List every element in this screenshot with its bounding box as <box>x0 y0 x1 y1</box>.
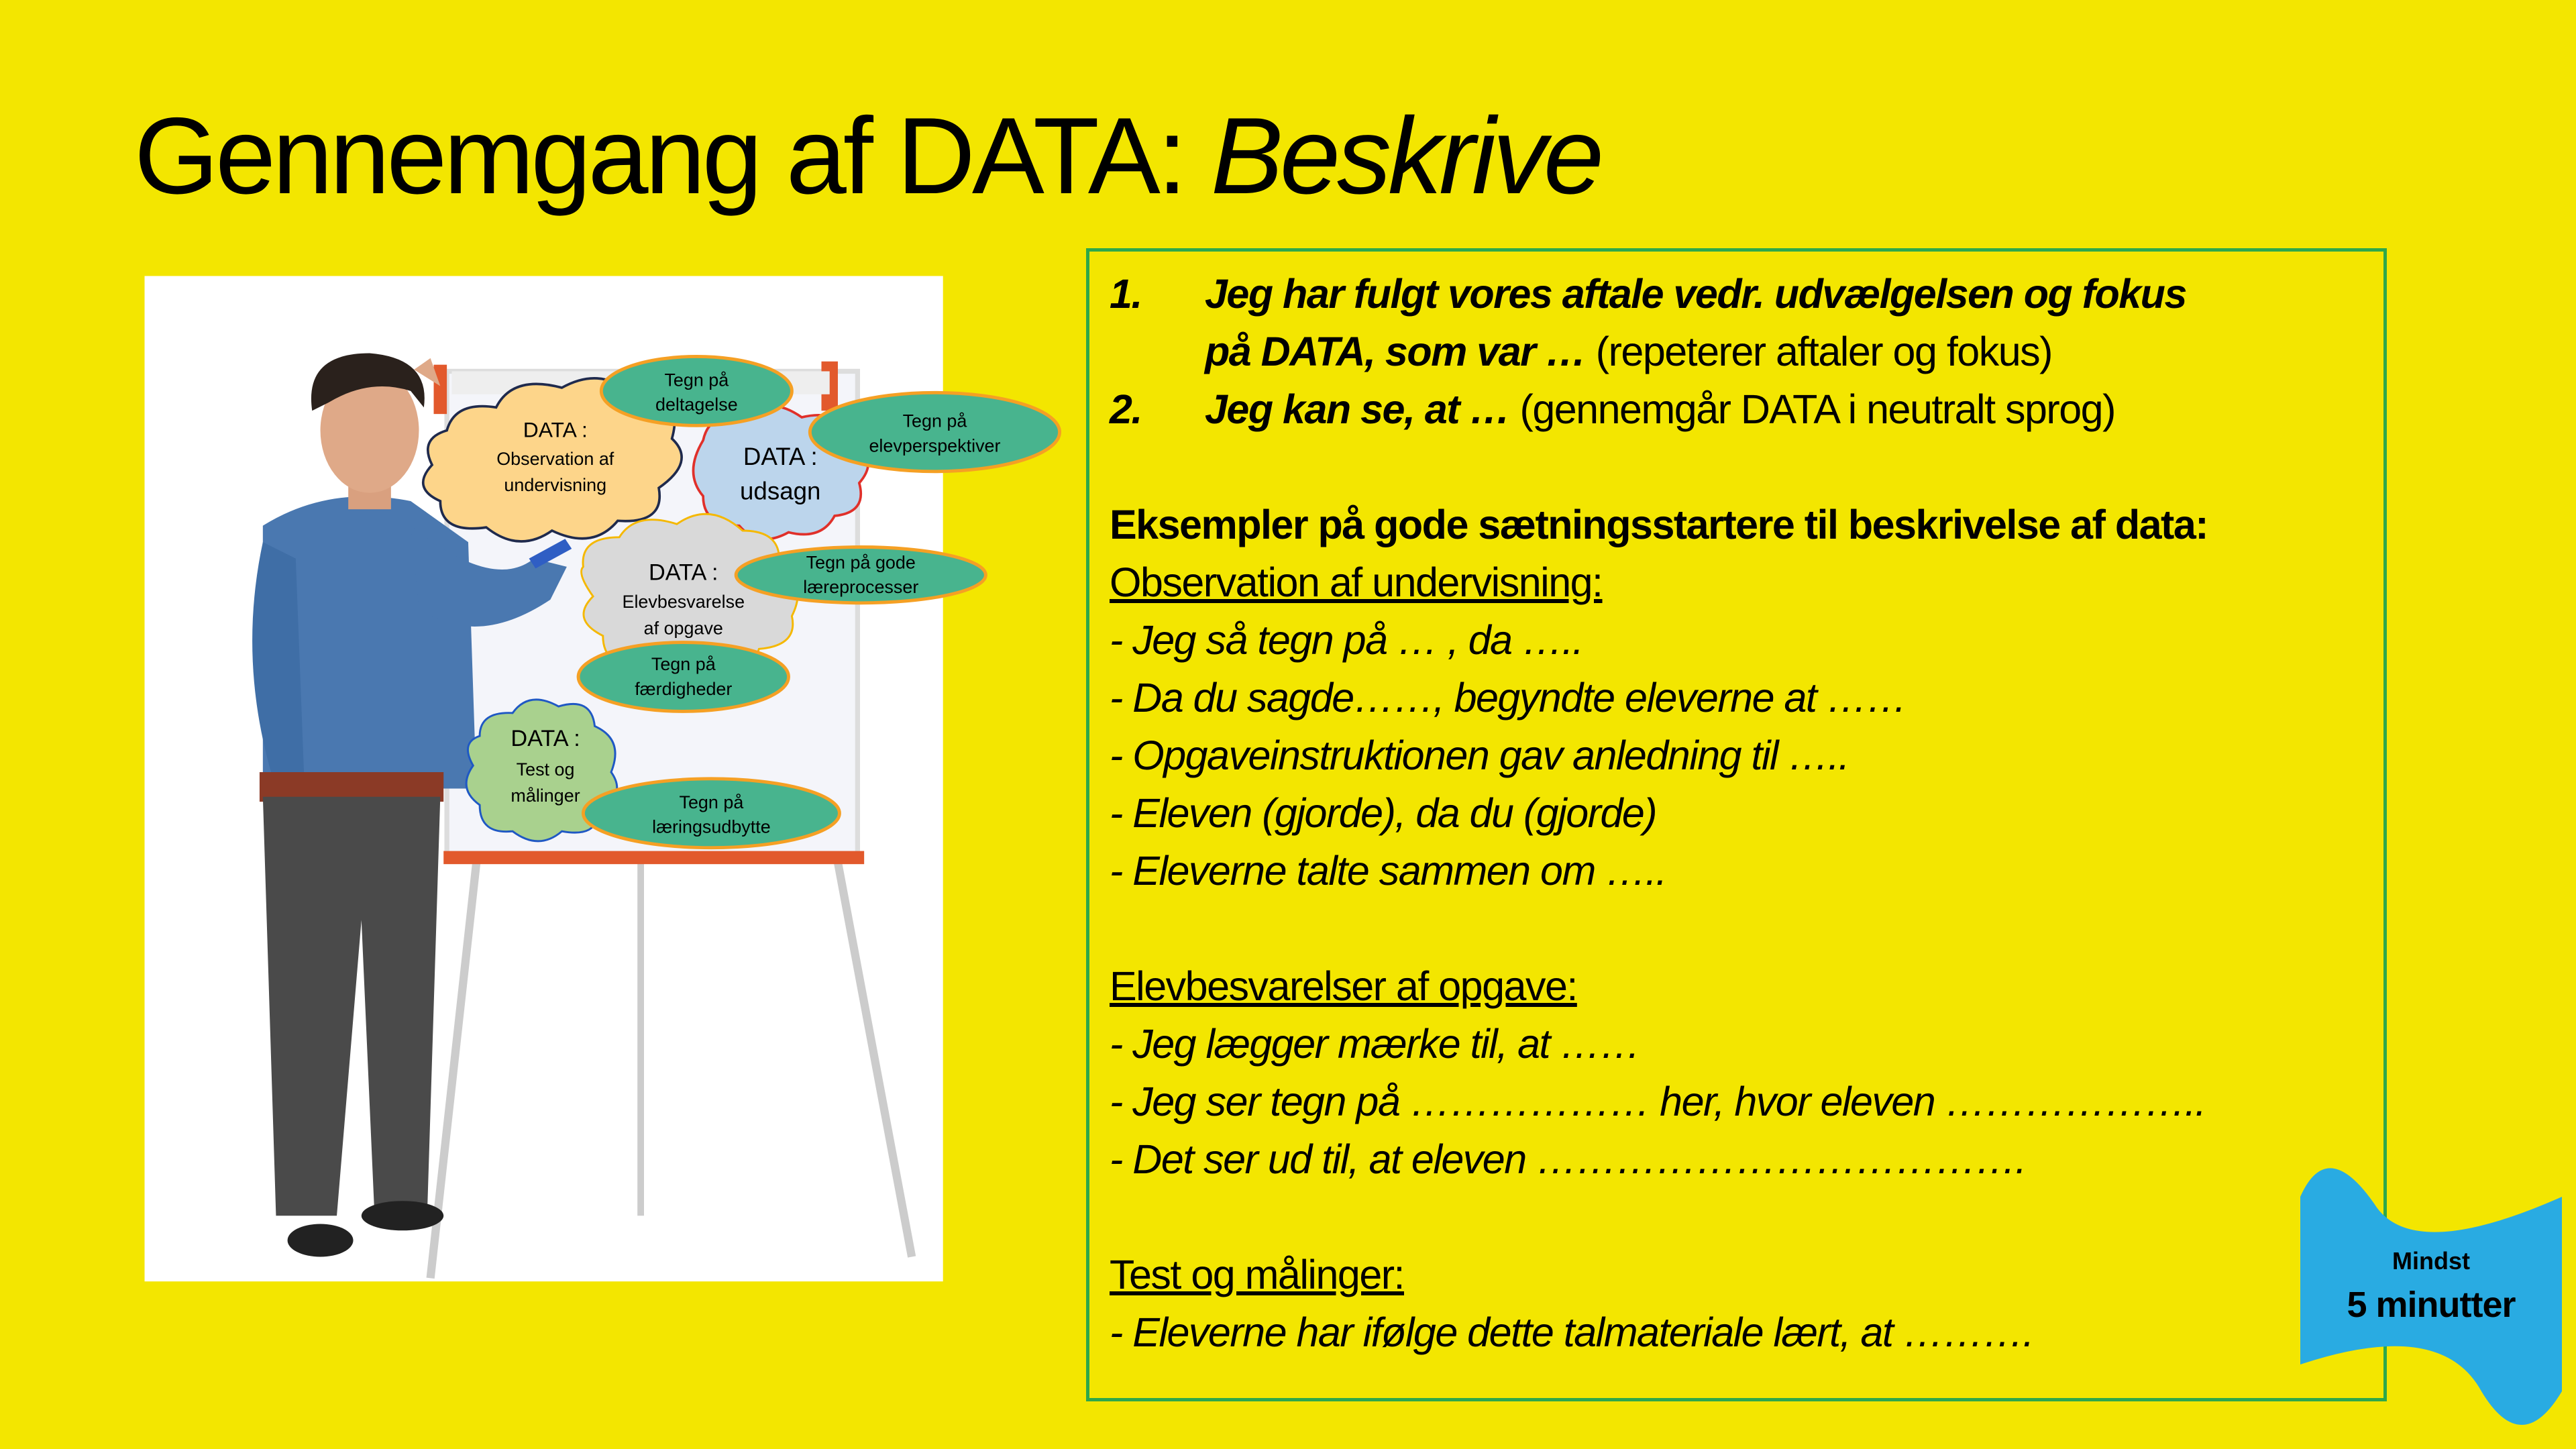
step-text: på DATA, som var … <box>1205 329 1587 374</box>
step-1-cont: på DATA, som var … (repeterer aftaler og… <box>1110 323 2370 380</box>
list-item: - Eleverne har ifølge dette talmateriale… <box>1110 1309 2034 1355</box>
sign-elevperspektiver: Tegn på elevperspektiver <box>808 390 1062 474</box>
step-note: (repeterer aftaler og fokus) <box>1585 329 2053 374</box>
cloud-test: DATA : Test og målinger <box>465 698 619 843</box>
title-italic: Beskrive <box>1210 95 1604 217</box>
section-heading: Elevbesvarelser af opgave: <box>1110 963 1578 1009</box>
list-item: - Jeg så tegn på … , da ….. <box>1110 617 1584 663</box>
step-1: 1. Jeg har fulgt vores aftale vedr. udvæl… <box>1110 265 2370 323</box>
cloud-heading: DATA : <box>523 417 588 441</box>
sign-label: elevperspektiver <box>869 435 1000 455</box>
cloud-label: udsagn <box>740 477 820 504</box>
list-item: - Da du sagde……, begyndte eleverne at …… <box>1110 675 1907 720</box>
step-note: (gennemgår DATA i neutralt sprog) <box>1509 386 2116 432</box>
sign-label: Tegn på <box>664 370 729 390</box>
cloud-label: undervisning <box>504 475 606 495</box>
sign-label: færdigheder <box>635 679 732 699</box>
cloud-heading: DATA : <box>511 726 580 751</box>
section-heading: Observation af undervisning: <box>1110 559 1603 605</box>
banner-label: Mindst <box>2392 1247 2470 1275</box>
sign-laereprocesser: Tegn på gode læreprocesser <box>734 545 987 605</box>
sign-deltagelse: Tegn på deltagelse <box>599 354 794 427</box>
sign-label: Tegn på <box>903 411 967 431</box>
list-item: - Eleverne talte sammen om ….. <box>1110 848 1667 894</box>
sign-label: læreprocesser <box>803 577 918 597</box>
sign-faerdigheder: Tegn på færdigheder <box>576 641 790 713</box>
title-text: Gennemgang af DATA: <box>134 95 1211 217</box>
sign-label: læringsudbytte <box>652 817 771 837</box>
cloud-label: målinger <box>511 786 580 806</box>
banner-duration: 5 minutter <box>2347 1285 2516 1325</box>
slide-title: Gennemgang af DATA: Beskrive <box>134 94 1604 219</box>
step-number: 1. <box>1110 271 1142 317</box>
cloud-elevbesvarelse: DATA : Elevbesvarelse af opgave <box>580 513 799 679</box>
cloud-label: af opgave <box>644 618 723 638</box>
wave-banner-shape <box>2300 1168 2562 1425</box>
sign-label: Tegn på <box>680 792 744 812</box>
step-2: 2. Jeg kan se, at … (gennemgår DATA i neu… <box>1110 380 2370 438</box>
examples-heading: Eksempler på gode sætningsstartere til b… <box>1110 502 2209 547</box>
cloud-label: Test og <box>517 759 575 780</box>
sign-label: deltagelse <box>655 394 738 415</box>
list-item: - Jeg lægger mærke til, at …… <box>1110 1021 1641 1067</box>
list-item: - Opgaveinstruktionen gav anledning til … <box>1110 733 1849 778</box>
cloud-label: Observation af <box>496 449 614 469</box>
sign-label: Tegn på gode <box>806 552 916 572</box>
cloud-observation: DATA : Observation af undervisning <box>421 377 683 543</box>
cloud-heading: DATA : <box>649 559 718 585</box>
content-box: 1. Jeg har fulgt vores aftale vedr. udvæl… <box>1086 248 2387 1401</box>
list-item: - Jeg ser tegn på ……………… her, hvor eleve… <box>1110 1079 2206 1124</box>
cloud-heading: DATA : <box>743 443 818 470</box>
section-heading: Test og målinger: <box>1110 1252 1405 1297</box>
step-text: Jeg kan se, at … <box>1205 386 1511 432</box>
sign-label: Tegn på <box>651 654 716 674</box>
step-number: 2. <box>1110 386 1142 432</box>
step-text: Jeg har fulgt vores aftale vedr. udvælge… <box>1205 271 2187 317</box>
cloud-label: Elevbesvarelse <box>622 592 745 612</box>
presenter-photo <box>252 353 572 1257</box>
list-item: - Det ser ud til, at eleven ………………………………… <box>1110 1136 2027 1182</box>
list-item: - Eleven (gjorde), da du (gjorde) <box>1110 790 1658 836</box>
time-banner: Mindst 5 minutter <box>2300 1163 2562 1425</box>
sign-laeringsudbytte: Tegn på læringsudbytte <box>581 777 841 850</box>
